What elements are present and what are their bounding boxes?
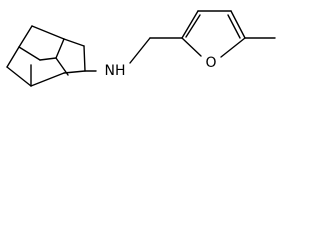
- bond: [227, 14, 241, 39]
- bond: [18, 25, 33, 48]
- chemical-structure-diagram: NH O: [6, 10, 276, 87]
- atom-label-o: O: [205, 55, 216, 71]
- bond: [18, 46, 41, 61]
- methylene-linker: [129, 37, 183, 64]
- bond: [6, 46, 20, 68]
- bond: [39, 57, 57, 61]
- bond: [129, 37, 151, 64]
- bond: [6, 66, 32, 87]
- bond: [181, 10, 199, 39]
- bond: [185, 14, 201, 38]
- bond: [220, 37, 246, 58]
- bond: [30, 72, 65, 87]
- bond: [55, 38, 65, 59]
- bond: [181, 37, 202, 57]
- bond: [31, 25, 65, 40]
- atom-label-nh: NH: [105, 63, 126, 79]
- bond: [83, 45, 86, 72]
- bond: [55, 57, 69, 76]
- adamantane-cage: [6, 25, 97, 87]
- bond: [230, 10, 246, 39]
- bond: [63, 38, 85, 47]
- bond: [63, 70, 86, 74]
- furan-ring: [181, 10, 246, 58]
